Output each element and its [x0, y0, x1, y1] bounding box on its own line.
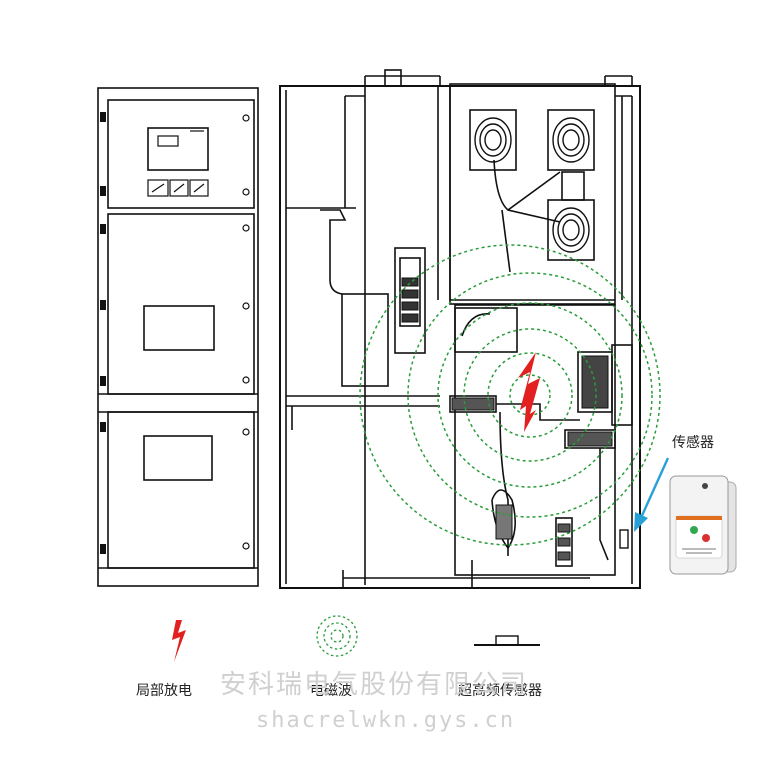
cabinet-front-view — [97, 87, 259, 587]
legend-uhf-sensor-icon — [474, 635, 540, 646]
watermark-company: 安科瑞电气股份有限公司 — [220, 670, 529, 700]
sensor-device — [669, 475, 737, 575]
legend-discharge-label: 局部放电 — [136, 683, 192, 699]
legend-uhf-sensor-label: 超高频传感器 — [458, 683, 542, 699]
legend-discharge-icon — [172, 620, 186, 662]
cabinet-cross-section — [279, 69, 641, 589]
ct-coils — [474, 117, 590, 253]
em-wave-rings — [359, 244, 661, 546]
legend-em-wave-icon — [316, 615, 358, 657]
watermark-site: shacrelwkn.gys.cn — [256, 708, 516, 733]
cabinet-hinges — [100, 112, 106, 554]
cabinet-door-screws — [242, 114, 250, 550]
legend-em-wave-label: 电磁波 — [310, 683, 352, 699]
sensor-callout-arrow — [634, 457, 670, 532]
sensor-callout-label: 传感器 — [672, 435, 714, 451]
breaker-contacts — [401, 277, 613, 561]
partial-discharge-bolt — [518, 352, 540, 432]
